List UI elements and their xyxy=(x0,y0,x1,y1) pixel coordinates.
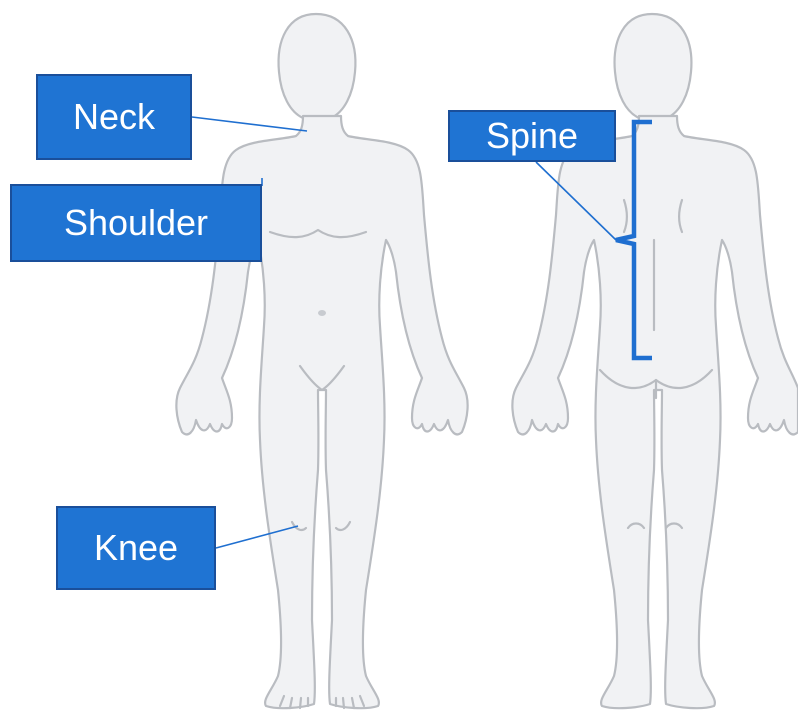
back-head xyxy=(615,14,692,118)
neck-label: Neck xyxy=(36,74,192,160)
back-body xyxy=(512,116,798,708)
shoulder-label: Shoulder xyxy=(10,184,262,262)
neck-leader-line xyxy=(192,117,307,131)
front-figure xyxy=(176,14,467,708)
front-head xyxy=(279,14,356,118)
front-navel xyxy=(318,310,326,316)
spine-label: Spine xyxy=(448,110,616,162)
knee-label: Knee xyxy=(56,506,216,590)
